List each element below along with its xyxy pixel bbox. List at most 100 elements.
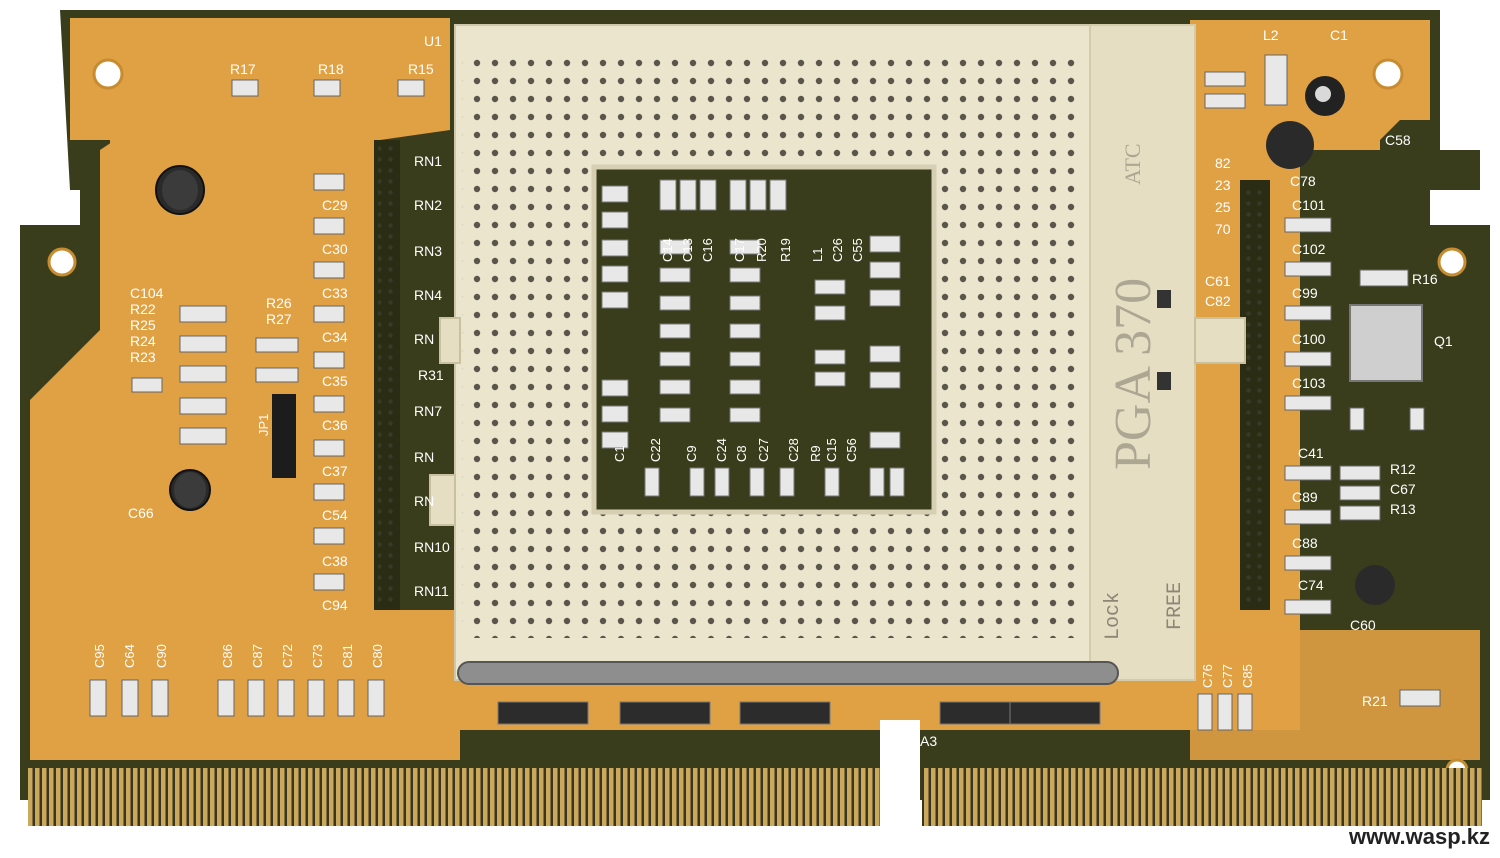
socket-lock-text: Lock	[1102, 592, 1125, 640]
label-70: 70	[1215, 221, 1231, 237]
label-RN10: RN10	[414, 539, 450, 555]
label-RN9: RN	[414, 493, 434, 509]
label-C61: C61	[1205, 273, 1231, 289]
mounting-hole	[47, 247, 77, 277]
label-C36: C36	[322, 417, 348, 433]
mounting-hole	[1437, 247, 1467, 277]
label-C30: C30	[322, 241, 348, 257]
label-C101: C101	[1292, 197, 1326, 213]
label-R17: R17	[230, 61, 256, 77]
label-RN11: RN11	[414, 583, 449, 599]
label-C55: C55	[850, 238, 865, 262]
socket-free-text: FREE	[1164, 582, 1187, 630]
label-R12: R12	[1390, 461, 1416, 477]
jumper-jp1	[272, 394, 296, 478]
label-C8: C8	[734, 445, 749, 462]
label-C1-cavity: C1	[612, 445, 627, 462]
pcb-ground-plane	[70, 18, 450, 150]
socket-lever	[457, 661, 1119, 685]
label-C29: C29	[322, 197, 348, 213]
label-L2: L2	[1263, 27, 1279, 43]
transistor-q1	[1349, 304, 1423, 382]
label-C16: C16	[700, 238, 715, 262]
electrolytic-capacitors	[155, 76, 1395, 605]
silkscreen-labels: U1 R17 R18 R15 L2 C1 C58 C78 C101 C102 C…	[92, 27, 1453, 749]
label-C14: C14	[660, 238, 675, 262]
label-R23: R23	[130, 349, 156, 365]
label-23: 23	[1215, 177, 1231, 193]
label-R20: R20	[754, 238, 769, 262]
label-Q1: Q1	[1434, 333, 1453, 349]
label-R18: R18	[318, 61, 344, 77]
label-R27: R27	[266, 311, 292, 327]
label-C100: C100	[1292, 331, 1326, 347]
label-C35: C35	[322, 373, 348, 389]
label-C67: C67	[1390, 481, 1416, 497]
label-C80: C80	[370, 644, 385, 668]
label-A3: A3	[920, 733, 937, 749]
label-C33: C33	[322, 285, 348, 301]
label-RN8: RN	[414, 449, 434, 465]
label-C74: C74	[1298, 577, 1324, 593]
label-C76: C76	[1200, 664, 1215, 688]
label-R9: R9	[808, 445, 823, 462]
label-R21: R21	[1362, 693, 1388, 709]
cavity-capacitors	[601, 179, 905, 497]
smd-capacitors-left	[131, 79, 425, 591]
resistor-network-column-left	[374, 140, 400, 610]
label-L1: L1	[810, 248, 825, 262]
mounting-hole	[1372, 58, 1404, 90]
socket-brand-text: ATC	[1120, 143, 1145, 185]
label-C41: C41	[1298, 445, 1324, 461]
label-C72: C72	[280, 644, 295, 668]
label-U1: U1	[424, 33, 442, 49]
label-R25: R25	[130, 317, 156, 333]
resistor-arrays-bottom	[497, 701, 1101, 725]
label-R13: R13	[1390, 501, 1416, 517]
label-RN3: RN3	[414, 243, 442, 259]
label-C22: C22	[648, 438, 663, 462]
label-RN5: RN	[414, 331, 434, 347]
label-C78: C78	[1290, 173, 1316, 189]
label-R26: R26	[266, 295, 292, 311]
label-C82: C82	[1205, 293, 1231, 309]
label-C104: C104	[130, 285, 164, 301]
label-RN1: RN1	[414, 153, 442, 169]
label-C87: C87	[250, 644, 265, 668]
label-25: 25	[1215, 199, 1231, 215]
label-C81: C81	[340, 644, 355, 668]
label-RN4: RN4	[414, 287, 442, 303]
edge-connector-right	[922, 768, 1482, 826]
label-C95: C95	[92, 644, 107, 668]
label-C13: C13	[680, 238, 695, 262]
socket-model-text: PGA 370	[1105, 278, 1162, 470]
label-C28: C28	[786, 438, 801, 462]
label-C99: C99	[1292, 285, 1318, 301]
label-C56: C56	[844, 438, 859, 462]
label-C102: C102	[1292, 241, 1326, 257]
resistor-network-column-right	[1240, 180, 1270, 610]
label-C38: C38	[322, 553, 348, 569]
label-C89: C89	[1292, 489, 1318, 505]
label-C17: C17	[732, 238, 747, 262]
cpu-socket: PGA 370 ATC Lock FREE	[429, 24, 1246, 685]
label-C54: C54	[322, 507, 348, 523]
label-R19: R19	[778, 238, 793, 262]
label-R15: R15	[408, 61, 434, 77]
label-R31: R31	[418, 367, 444, 383]
socket-cavity	[591, 164, 937, 515]
label-C73: C73	[310, 644, 325, 668]
label-C94: C94	[322, 597, 348, 613]
watermark: www.wasp.kz	[1348, 824, 1490, 849]
label-C1: C1	[1330, 27, 1348, 43]
label-C60: C60	[1350, 617, 1376, 633]
mounting-hole	[92, 58, 124, 90]
label-R16: R16	[1412, 271, 1438, 287]
label-JP1: JP1	[256, 414, 271, 436]
label-C85: C85	[1240, 664, 1255, 688]
label-C58: C58	[1385, 132, 1411, 148]
label-R22: R22	[130, 301, 156, 317]
label-C103: C103	[1292, 375, 1326, 391]
label-C27: C27	[756, 438, 771, 462]
